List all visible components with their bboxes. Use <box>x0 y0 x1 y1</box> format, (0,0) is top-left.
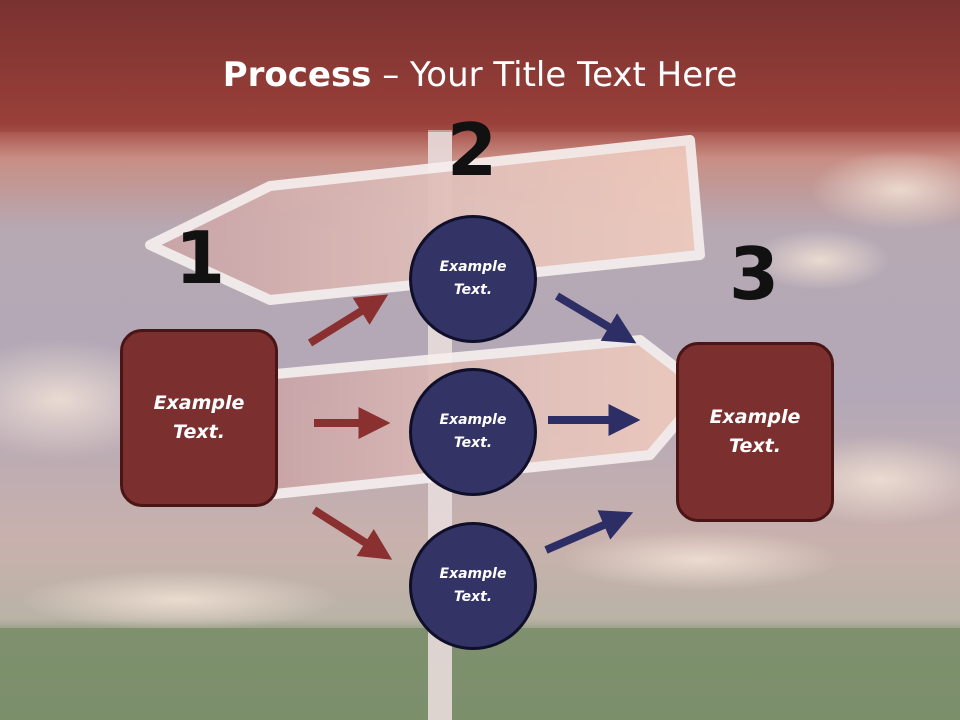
step-number-3: 3 <box>728 232 780 316</box>
arrow-circle-bottom-to-3 <box>544 510 634 554</box>
right-step-text: Example Text. <box>709 406 801 457</box>
left-step-text: Example Text. <box>153 392 245 443</box>
circle-top-text: Example Text. <box>439 259 507 298</box>
step-number-1: 1 <box>174 216 226 300</box>
arrow-1-to-circle-top <box>307 294 389 347</box>
right-step-box: Example Text. <box>676 342 834 522</box>
circle-bottom: Example Text. <box>409 522 537 650</box>
title-bold: Process <box>222 55 372 95</box>
arrow-1-to-circle-bottom <box>311 506 393 560</box>
circle-top: Example Text. <box>409 215 537 343</box>
circle-bottom-text: Example Text. <box>439 566 507 605</box>
circle-middle-text: Example Text. <box>439 412 507 451</box>
left-step-box: Example Text. <box>120 329 278 507</box>
arrow-circle-top-to-3 <box>554 292 637 344</box>
circle-middle: Example Text. <box>409 368 537 496</box>
slide-title: Process – Your Title Text Here <box>0 52 960 98</box>
title-rest: – Your Title Text Here <box>371 55 738 95</box>
step-number-2: 2 <box>446 108 498 192</box>
